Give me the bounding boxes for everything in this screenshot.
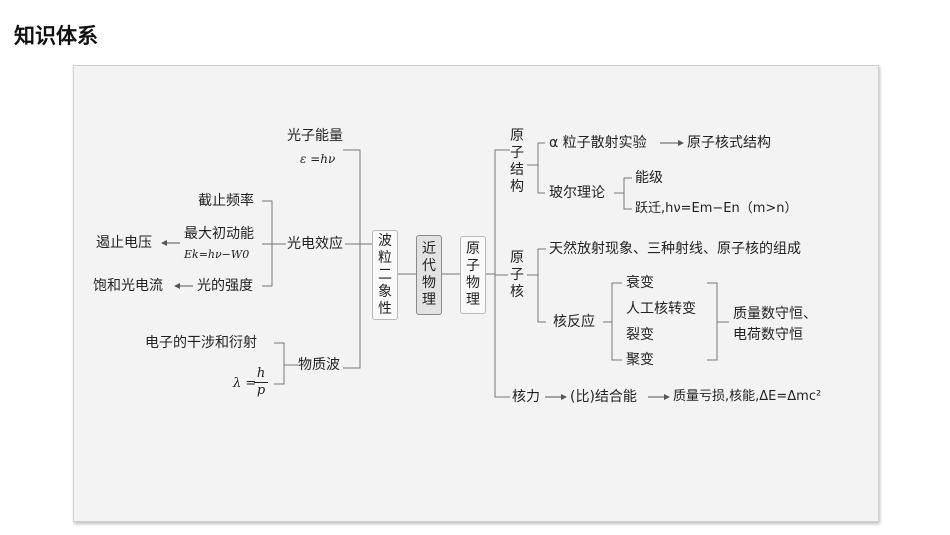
fraction-bar [254, 382, 268, 383]
node-cutoff-frequency: 截止频率 [198, 193, 254, 209]
node-photon-energy: 光子能量 [287, 128, 343, 144]
formula-lambda-lhs: λ = [233, 376, 257, 391]
node-stop-voltage: 遏止电压 [96, 235, 152, 251]
node-transition: 跃迁,hν=Em−En（m>n） [635, 201, 798, 216]
node-nuclear-reaction: 核反应 [553, 314, 595, 330]
node-energy-level: 能级 [635, 170, 663, 186]
node-saturation-current: 饱和光电流 [93, 278, 163, 294]
node-nucleus: 原子核 [510, 250, 524, 300]
node-modern-physics: 近代物理 [416, 235, 442, 315]
node-bohr-theory: 玻尔理论 [549, 185, 605, 201]
label-atomic-physics: 原子物理 [466, 241, 480, 308]
node-nuclear-force: 核力 [512, 389, 540, 405]
node-mass-defect: 质量亏损,核能,ΔE=Δmc² [673, 389, 822, 404]
page-title: 知识体系 [14, 24, 98, 48]
node-matter-wave: 物质波 [298, 357, 340, 373]
node-light-intensity: 光的强度 [197, 278, 253, 294]
node-fission: 裂变 [626, 327, 654, 343]
node-artificial-transmutation: 人工核转变 [626, 301, 696, 317]
node-radioactivity: 天然放射现象、三种射线、原子核的组成 [549, 241, 801, 257]
node-mass-number-conservation: 质量数守恒、 [733, 306, 817, 322]
node-fusion: 聚变 [626, 352, 654, 368]
node-nuclear-model: 原子核式结构 [687, 135, 771, 151]
node-charge-conservation: 电荷数守恒 [733, 327, 803, 343]
label-modern-physics: 近代物理 [422, 241, 436, 308]
label-wave-particle: 波粒二象性 [378, 233, 392, 317]
node-atomic-structure: 原子结构 [510, 128, 524, 195]
node-wave-particle-duality: 波粒二象性 [372, 230, 398, 320]
node-alpha-scattering: α 粒子散射实验 [549, 135, 647, 151]
formula-lambda-denominator: p [256, 383, 266, 398]
formula-lambda-numerator: h [256, 366, 266, 381]
formula-max-kinetic-energy: Ek=hν−W0 [184, 248, 250, 261]
node-electron-interference: 电子的干涉和衍射 [145, 335, 257, 351]
node-max-kinetic-energy: 最大初动能 [184, 226, 254, 242]
node-decay: 衰变 [626, 275, 654, 291]
node-photoelectric: 光电效应 [287, 236, 343, 252]
node-atomic-physics: 原子物理 [460, 236, 486, 314]
node-binding-energy: (比)结合能 [570, 389, 637, 405]
formula-photon-energy: ε =hν [300, 152, 336, 166]
